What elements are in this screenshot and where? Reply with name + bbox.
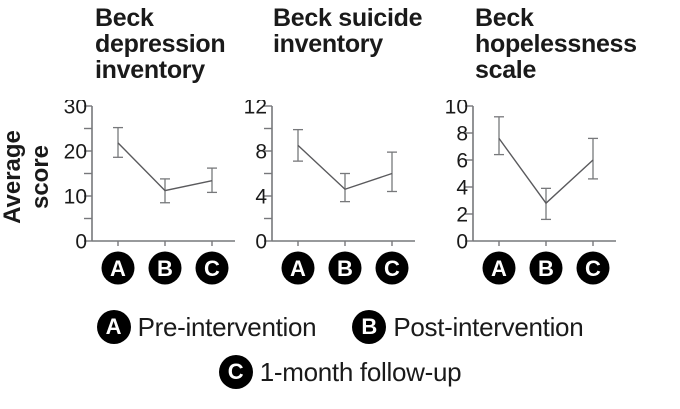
category-marker-a-icon [281, 251, 315, 285]
category-letter: C [384, 256, 400, 281]
series-line [297, 144, 393, 191]
y-tick-label: 8 [456, 123, 468, 146]
category-marker-b-icon [328, 251, 362, 285]
category-marker-b-icon [529, 251, 563, 285]
legend: A Pre-intervention B Post-intervention C… [0, 310, 680, 389]
legend-marker-b-icon: B [352, 310, 387, 344]
legend-item-pre-intervention: A Pre-intervention [96, 310, 317, 344]
y-tick-label: 0 [75, 231, 87, 254]
chart-beck-hopelessness: 0 2 4 6 8 10A B C [445, 100, 616, 285]
y-tick-label: 8 [255, 141, 267, 164]
chart-title-beck-depression: Beck depression inventory [95, 4, 226, 84]
legend-row-1: A Pre-intervention B Post-intervention [96, 310, 584, 344]
category-letter: B [538, 256, 554, 281]
y-tick-label: 12 [244, 100, 267, 119]
y-tick-label: 4 [255, 186, 267, 209]
category-marker-c-icon [375, 251, 409, 285]
y-tick-label: 10 [445, 100, 468, 119]
legend-label: 1-month follow-up [259, 356, 462, 387]
category-letter: C [585, 256, 601, 281]
category-letter: C [204, 256, 220, 281]
y-axis-title: Average score [0, 130, 54, 224]
y-tick-label: 30 [64, 100, 87, 119]
chart-title-beck-hopelessness: Beck hopelessness scale [475, 4, 637, 84]
y-tick-label: 10 [64, 186, 87, 209]
chart-beck-depression: 0 10 20 30A B C [64, 100, 235, 285]
series-line [498, 137, 594, 205]
series-line [117, 142, 213, 192]
category-marker-a-icon [101, 251, 135, 285]
category-letter: A [290, 256, 306, 281]
chart-title-beck-suicide: Beck suicide inventory [273, 4, 423, 58]
category-marker-c-icon [576, 251, 610, 285]
legend-row-2: C 1-month follow-up [218, 355, 462, 389]
category-letter: A [491, 256, 507, 281]
category-marker-b-icon [148, 251, 182, 285]
category-marker-a-icon [482, 251, 516, 285]
chart-beck-suicide: 0 4 8 12A B C [244, 100, 415, 285]
y-tick-label: 0 [255, 231, 267, 254]
category-marker-c-icon [195, 251, 229, 285]
legend-label: Pre-intervention [137, 311, 317, 342]
y-tick-label: 20 [64, 141, 87, 164]
category-letter: B [337, 256, 353, 281]
legend-marker-c-icon: C [218, 355, 253, 389]
legend-label: Post-intervention [393, 311, 584, 342]
category-letter: B [157, 256, 173, 281]
y-tick-label: 6 [456, 150, 468, 173]
legend-marker-a-icon: A [96, 310, 131, 344]
legend-item-1-month-follow-up: C 1-month follow-up [218, 355, 462, 389]
y-tick-label: 2 [456, 204, 468, 227]
legend-item-post-intervention: B Post-intervention [352, 310, 584, 344]
category-letter: A [110, 256, 126, 281]
y-tick-label: 0 [456, 231, 468, 254]
y-tick-label: 4 [456, 177, 468, 200]
